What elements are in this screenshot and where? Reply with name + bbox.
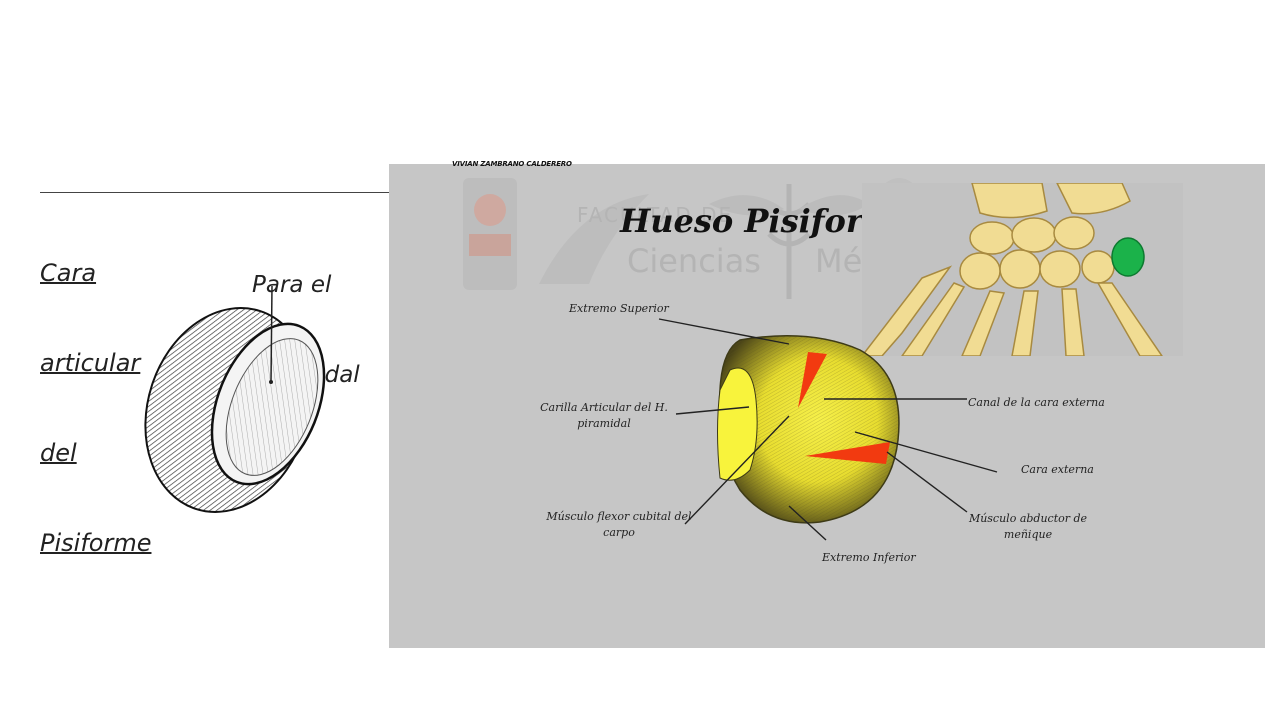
pisiform-bone-illustration <box>717 335 900 524</box>
caduceus-wings-icon <box>709 195 869 216</box>
watermark-ciencias-text: Ciencias <box>627 242 761 280</box>
label-carilla-line: piramidal <box>577 417 631 430</box>
metacarpal-bone <box>961 290 1006 356</box>
leader-extremo-inferior <box>788 505 827 541</box>
thumb-bone <box>862 265 953 356</box>
piramidal-pointer-line-mark <box>270 285 273 383</box>
pisiform-texture <box>719 335 899 523</box>
leader-abductor <box>886 451 968 513</box>
label-abductor-line: Músculo abductor de <box>968 512 1088 525</box>
label-abductor-line: meñique <box>1003 528 1053 541</box>
watermark-faculty-text: FACULTAD DE <box>577 203 734 227</box>
label-canal-cara-externa: Canal de la cara externa <box>968 396 1105 409</box>
articular-face-label-line: del <box>40 439 77 467</box>
pointer-dot <box>269 380 273 384</box>
label-extremo-inferior: Extremo Inferior <box>822 551 916 564</box>
articular-face-label-line: Cara <box>40 259 97 287</box>
leader-carilla <box>675 406 750 415</box>
carpal-bone <box>1039 250 1081 288</box>
pisiform-sketch <box>144 285 326 513</box>
flexor-muscle-insertion <box>798 352 827 408</box>
metacarpal-bone <box>1061 288 1085 356</box>
label-musculo-abductor: Músculo abductor de meñique <box>960 511 1096 543</box>
articular-face-label: Cara articular del Pisiforme <box>40 198 151 588</box>
carpal-bone <box>1053 216 1095 250</box>
label-carilla-line: Carilla Articular del H. <box>540 401 668 414</box>
metacarpal-bone <box>1011 290 1039 356</box>
pisiform-highlight <box>1111 237 1145 277</box>
label-extremo-superior: Extremo Superior <box>569 302 669 315</box>
label-carilla-articular: Carilla Articular del H. piramidal <box>534 400 674 432</box>
articular-facet-shading <box>225 338 319 476</box>
author-name: VIVIAN ZAMBRANO CALDERERO <box>452 160 572 168</box>
label-flexor-line: Músculo flexor cubital del <box>546 510 692 523</box>
leader-cara-externa <box>854 431 998 473</box>
articular-face-label-line: articular <box>40 349 141 377</box>
crest-banner-icon <box>469 234 511 256</box>
ulna-bone <box>1056 183 1131 215</box>
wing-icon <box>539 194 649 284</box>
hand-skeleton-illustration <box>862 183 1183 356</box>
leader-lines <box>658 318 998 541</box>
leader-extremo-superior <box>658 318 790 345</box>
left-panel-divider <box>40 192 392 193</box>
leader-flexor <box>684 415 790 525</box>
label-flexor-line: carpo <box>603 526 635 539</box>
metacarpal-bone <box>901 282 966 356</box>
articular-facet-yellow <box>717 367 758 481</box>
label-cara-externa: Cara externa <box>1021 463 1094 476</box>
label-musculo-flexor: Músculo flexor cubital del carpo <box>544 509 694 541</box>
abductor-muscle-origin <box>805 442 890 464</box>
crest-figure-icon <box>474 194 506 226</box>
piramidal-pointer-line: Para el <box>252 272 332 298</box>
articular-face-label-line: Pisiforme <box>40 529 152 557</box>
radius-bone <box>971 183 1048 219</box>
metacarpal-bone <box>1096 282 1163 356</box>
